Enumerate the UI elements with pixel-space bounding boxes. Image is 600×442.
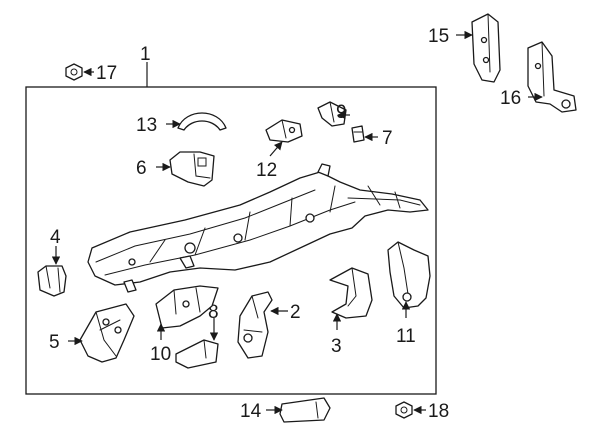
callout-9: 9 — [336, 102, 347, 123]
callout-10: 10 — [150, 344, 171, 365]
part-9-bracket — [317, 101, 347, 127]
part-8-plate — [175, 339, 219, 369]
part-14-plate — [279, 397, 331, 423]
part-5-bracket — [79, 303, 135, 363]
callout-13: 13 — [136, 115, 157, 136]
callout-4: 4 — [50, 227, 61, 248]
part-16-bracket — [527, 41, 577, 113]
part-13-strap — [177, 112, 227, 131]
callout-16: 16 — [500, 88, 521, 109]
callout-8: 8 — [208, 302, 219, 323]
callout-6: 6 — [136, 158, 147, 179]
part-3-bracket — [329, 267, 373, 319]
part-18-nut — [395, 401, 413, 419]
assembly-box — [25, 86, 437, 395]
callout-3: 3 — [331, 336, 342, 357]
part-10-bracket — [155, 285, 219, 329]
callout-11: 11 — [396, 326, 416, 347]
callout-1: 1 — [140, 44, 151, 65]
part-2-bracket — [237, 291, 273, 359]
callout-15: 15 — [428, 26, 449, 47]
callout-17: 17 — [96, 63, 117, 84]
part-11-bracket — [387, 241, 431, 309]
part-7-clip — [351, 125, 365, 143]
part-4-mount — [37, 265, 67, 297]
leader-12 — [269, 141, 283, 157]
part-6-bracket — [169, 151, 215, 187]
callout-2: 2 — [290, 302, 301, 323]
frame-assembly — [87, 163, 429, 293]
callout-12: 12 — [256, 160, 277, 181]
callout-18: 18 — [428, 401, 449, 422]
callout-5: 5 — [49, 332, 60, 353]
part-12-bracket — [265, 119, 303, 143]
part-17-nut — [65, 63, 83, 81]
part-15-bracket — [471, 13, 501, 83]
callout-14: 14 — [240, 401, 262, 422]
callout-7: 7 — [382, 128, 393, 149]
